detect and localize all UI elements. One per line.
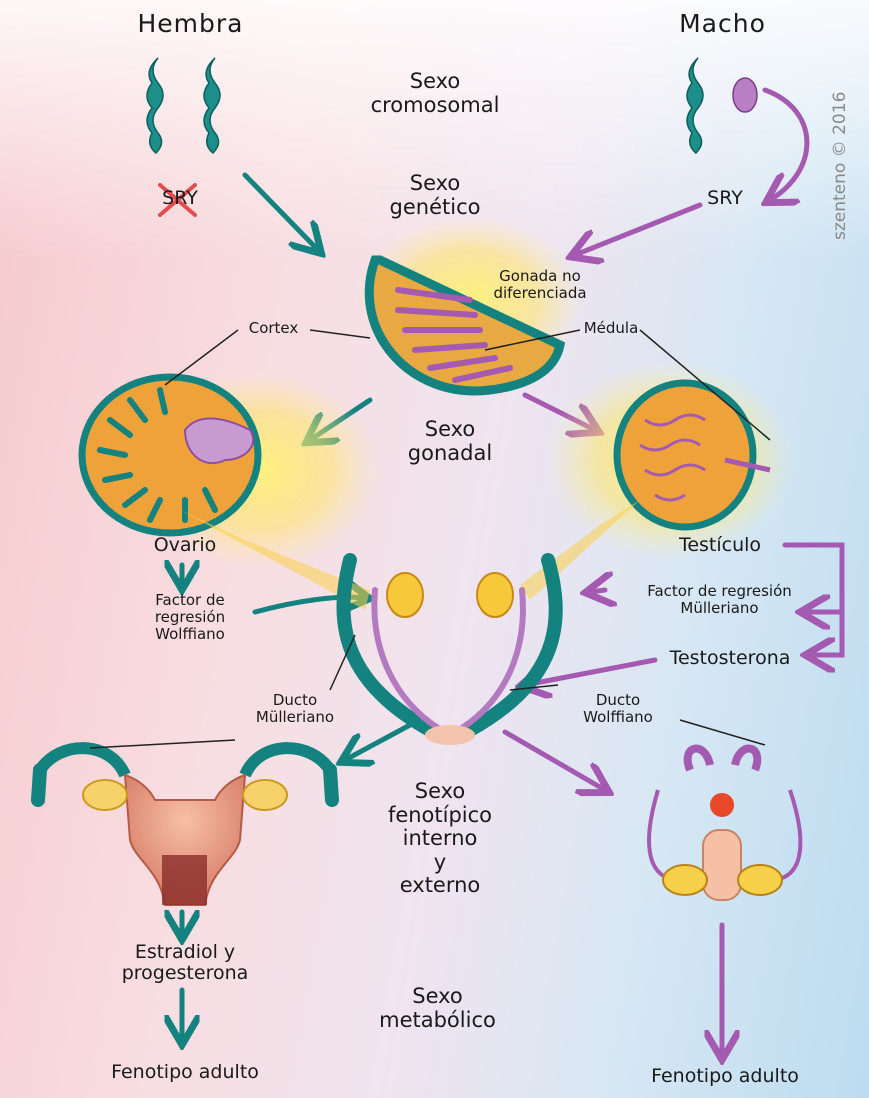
right-gonad-bud (477, 573, 513, 617)
arrow-male-chromosome-to-sry (765, 90, 807, 200)
arrow-to-male-organs (505, 732, 605, 790)
uterus (38, 748, 332, 905)
ducto-mulleriano-label: Ducto Mülleriano (235, 692, 355, 726)
female-chromosome-pair (147, 58, 220, 153)
ovario-label: Ovario (140, 535, 230, 556)
sry-male-label: SRY (690, 188, 760, 209)
medula-label: Médula (580, 320, 642, 337)
credit-text: szenteno © 2016 (830, 210, 850, 240)
male-chromosomes (687, 58, 757, 153)
testiculo-label: Testículo (660, 535, 780, 556)
stage-metabolico: Sexo metabólico (370, 985, 505, 1032)
ovary (82, 370, 380, 570)
cortex-label: Cortex (236, 320, 311, 337)
leader-cortex-right (310, 330, 370, 338)
estradiol-label: Estradiol y progesterona (100, 942, 270, 985)
left-gonad-bud (387, 573, 423, 617)
arrow-sry-to-gonad (575, 205, 700, 255)
stage-gonadal: Sexo gonadal (395, 418, 505, 465)
leader-wolffian-male (680, 720, 765, 745)
arrow-female-to-gonad (245, 175, 318, 250)
testis (545, 360, 795, 560)
fenotipo-female-label: Fenotipo adulto (80, 1062, 290, 1083)
female-header: Hembra (118, 10, 263, 38)
male-header: Macho (665, 10, 780, 38)
sry-female-label: SRY (150, 188, 210, 209)
male-organs (649, 749, 800, 900)
stage-genetico: Sexo genético (350, 172, 520, 219)
arrow-to-uterus (345, 725, 410, 760)
undifferentiated-gonad (355, 215, 585, 391)
stage-fenotipico: Sexo fenotípico interno y externo (380, 780, 500, 898)
factor-mulleriano-label: Factor de regresión Mülleriano (607, 583, 832, 617)
arrow-mullerian-factor (590, 590, 605, 592)
leader-uterus (90, 740, 235, 748)
factor-wolffiano-label: Factor de regresión Wolffiano (130, 592, 250, 642)
ducto-wolffiano-label: Ducto Wolffiano (558, 692, 678, 726)
urogenital-sinus (425, 725, 475, 745)
fenotipo-male-label: Fenotipo adulto (620, 1066, 830, 1087)
gonada-label: Gonada no diferenciada (470, 268, 610, 302)
stage-cromosomal: Sexo cromosomal (350, 70, 520, 117)
testosterona-label: Testosterona (655, 648, 805, 669)
